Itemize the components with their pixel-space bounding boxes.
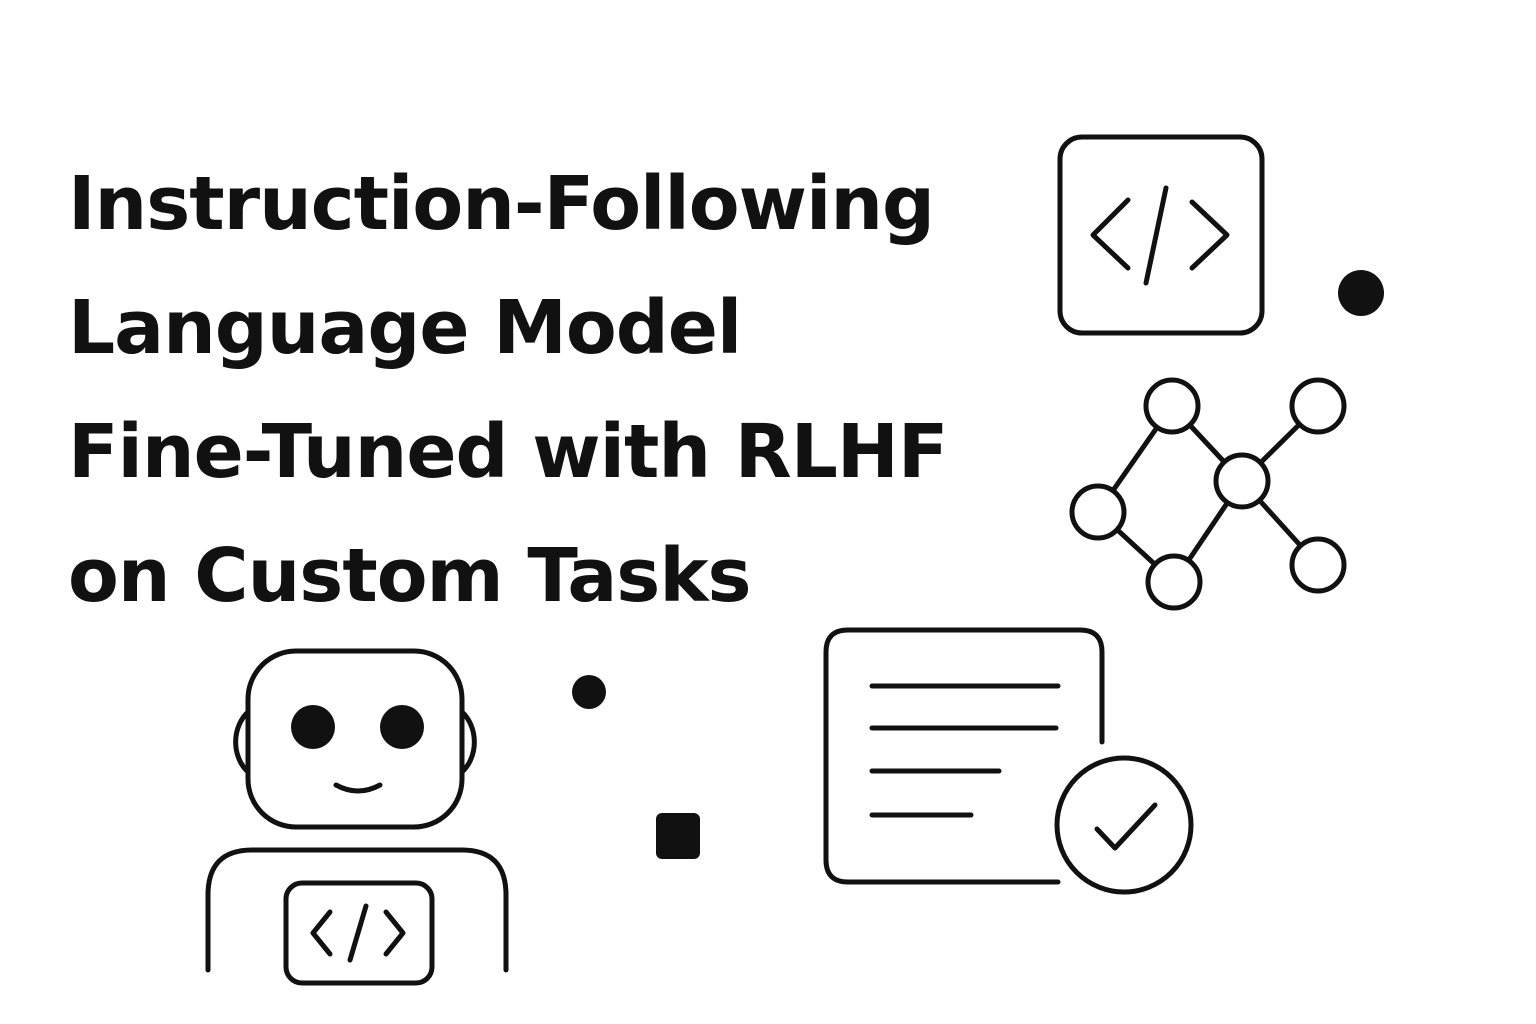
title-line-3: Fine-Tuned with RLHF xyxy=(68,409,948,495)
title-line-1: Instruction-Following xyxy=(68,161,935,247)
dot-icon xyxy=(572,675,606,709)
robot-eye-icon xyxy=(291,705,335,749)
network-graph-icon xyxy=(1069,377,1347,611)
title-line-2: Language Model xyxy=(68,285,742,371)
dot-icon xyxy=(1338,270,1384,316)
code-window-icon xyxy=(1057,134,1265,336)
document-check-icon xyxy=(823,627,1194,895)
square-icon xyxy=(656,813,700,859)
robot-eye-icon xyxy=(380,705,424,749)
robot-icon xyxy=(205,648,509,986)
title-line-4: on Custom Tasks xyxy=(68,533,752,619)
page-title: Instruction-Following Language Model Fin… xyxy=(68,142,948,638)
